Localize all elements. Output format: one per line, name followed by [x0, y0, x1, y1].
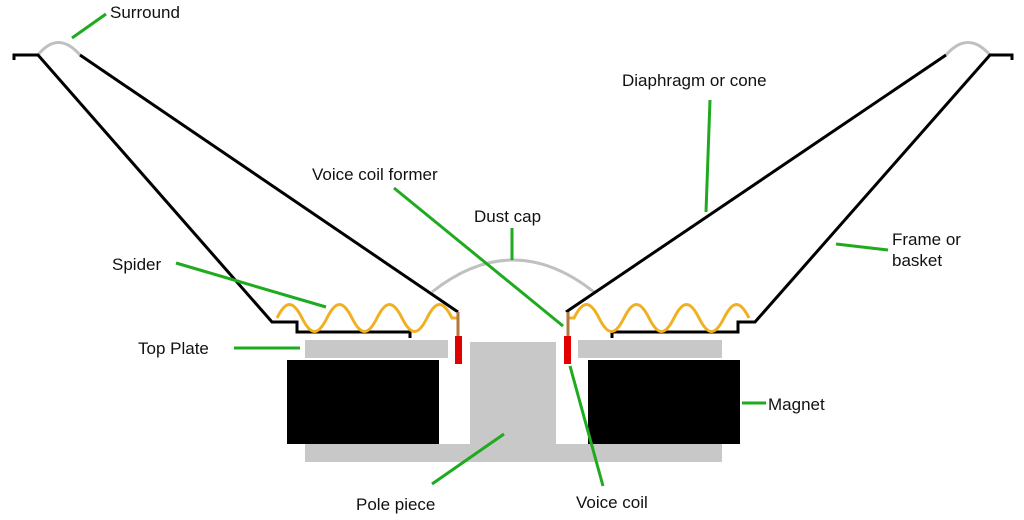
labels: Surround Diaphragm or cone Voice coil fo…: [110, 3, 961, 514]
label-top-plate: Top Plate: [138, 339, 209, 358]
voice-coil-left: [455, 336, 462, 364]
spider-left: [275, 303, 458, 333]
leader-frame: [835, 242, 889, 252]
label-surround: Surround: [110, 3, 180, 22]
label-dust-cap: Dust cap: [474, 207, 541, 226]
cone-left: [79, 53, 459, 314]
leader-lines: [71, 12, 889, 487]
leader-voice-coil: [568, 365, 605, 487]
spider: [275, 303, 751, 333]
dust-cap: [431, 258, 595, 294]
label-magnet: Magnet: [768, 395, 825, 414]
pole-piece-and-back-plate: [305, 342, 722, 462]
surround-right: [944, 41, 992, 57]
label-pole-piece: Pole piece: [356, 495, 435, 514]
surround-left: [36, 41, 82, 57]
leader-diaphragm: [704, 99, 712, 213]
spider-right: [568, 303, 751, 333]
label-spider: Spider: [112, 255, 161, 274]
label-voice-coil: Voice coil: [576, 493, 648, 512]
voice-coil-former: [456, 312, 570, 340]
leader-voice-coil-former: [393, 186, 564, 328]
metal-parts: [305, 340, 722, 462]
top-plate-left: [305, 340, 448, 358]
frame-right: [610, 53, 1014, 338]
label-frame-line2: basket: [892, 251, 942, 270]
frame-left: [12, 53, 412, 338]
leader-pole-piece: [431, 432, 505, 486]
cone-right: [565, 53, 947, 314]
magnet-left: [287, 360, 439, 444]
diaphragm-cone: [79, 53, 947, 314]
magnet-right: [588, 360, 740, 444]
leader-spider: [175, 261, 327, 309]
leader-surround: [71, 12, 107, 40]
label-diaphragm: Diaphragm or cone: [622, 71, 767, 90]
frame-basket: [12, 53, 1014, 338]
label-frame-line1: Frame or: [892, 230, 961, 249]
top-plate-right: [578, 340, 722, 358]
label-voice-coil-former: Voice coil former: [312, 165, 438, 184]
voice-coil-right: [564, 336, 571, 364]
